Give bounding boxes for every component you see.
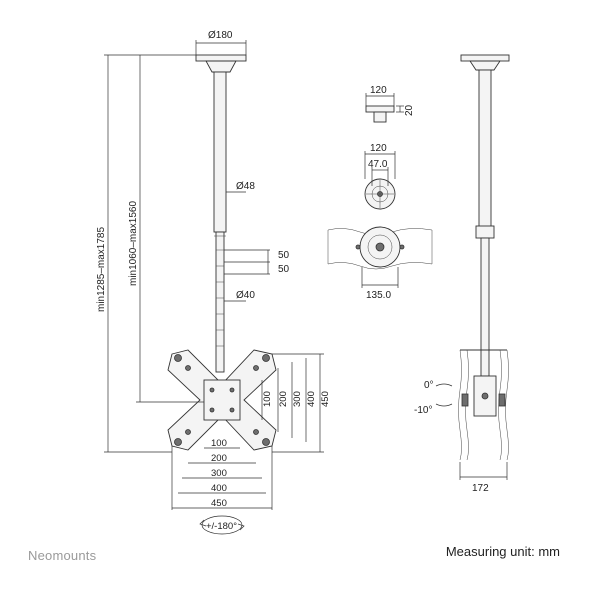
side-view: 0° -10° 172 — [414, 54, 510, 494]
dim-top-plate: Ø180 — [208, 30, 233, 41]
dim-plate-h-1: 100 — [211, 438, 227, 449]
ceiling-cup — [205, 60, 237, 73]
dim-plate-h-5: 450 — [211, 498, 227, 509]
front-view: Ø180 Ø48 50 50 Ø40 min1285–max1785 min10… — [96, 30, 331, 535]
dim-side-width: 172 — [472, 483, 489, 494]
dim-pole-upper: Ø48 — [236, 181, 255, 192]
dim-plate-v-5: 450 — [320, 391, 331, 407]
dim-pole-height: min1060–max1560 — [128, 201, 139, 286]
side-upper-pole — [478, 69, 492, 229]
lower-pole — [215, 231, 225, 373]
dim-hole-spacing-1: 50 — [278, 250, 290, 261]
side-lower-pole — [480, 237, 490, 377]
dim-plate-h-2: 200 — [211, 453, 227, 464]
dim-flange-width: 120 — [370, 143, 387, 154]
dim-plate-h-3: 300 — [211, 468, 227, 479]
dim-plate-v-2: 200 — [278, 391, 289, 407]
side-ceiling-plate — [460, 54, 510, 62]
dim-rotation: +/-180° — [206, 521, 237, 532]
dim-flange-inner: 47.0 — [368, 159, 388, 170]
upper-pole — [213, 71, 227, 233]
dim-pole-lower: Ø40 — [236, 290, 255, 301]
dim-plate-h-4: 400 — [211, 483, 227, 494]
brand-logo: Neomounts — [28, 548, 97, 563]
measuring-unit: Measuring unit: mm — [445, 544, 560, 559]
dim-plate-v-4: 400 — [306, 391, 317, 407]
dim-tilt-up: 0° — [424, 380, 434, 391]
dim-tilt-down: -10° — [414, 405, 432, 416]
dim-total-height: min1285–max1785 — [96, 227, 107, 312]
tilt-arrow — [435, 383, 453, 387]
dim-plate-v-3: 300 — [292, 391, 303, 407]
vesa-plate — [167, 349, 277, 451]
dim-cap-height: 20 — [404, 104, 415, 116]
detail-views: 120 20 120 47.0 135.0 — [327, 85, 433, 301]
dim-cap-width: 120 — [370, 85, 387, 96]
dim-plate-v-1: 100 — [262, 391, 273, 407]
dim-hole-spacing-2: 50 — [278, 264, 290, 275]
dim-clamp-width: 135.0 — [366, 290, 391, 301]
ceiling-plate — [195, 54, 247, 62]
cap-side — [365, 105, 395, 113]
